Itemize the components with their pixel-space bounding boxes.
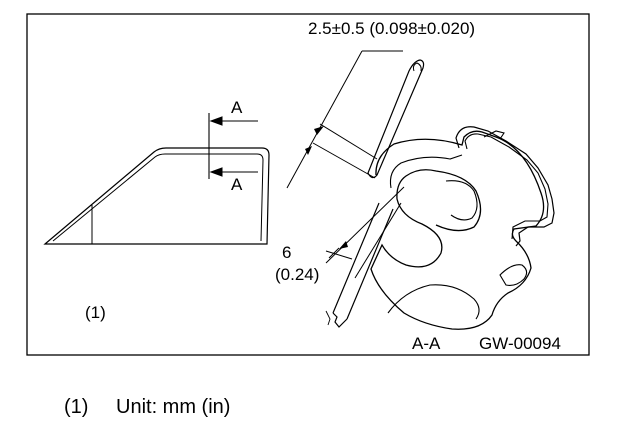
figure-frame (26, 13, 590, 356)
figure-caption: (1) Unit: mm (in) (64, 396, 230, 419)
caption-text: Unit: mm (in) (116, 396, 231, 418)
depth-dimension-mm-label: 6 (282, 243, 292, 262)
glass-section (325, 202, 394, 328)
window-glass-view (43, 113, 270, 245)
technical-figure: A A 2.5±0.5 (0.098±0.020) 6 (0.24) (1) A… (26, 13, 590, 356)
dimension-thickness-arrows (305, 126, 324, 155)
section-arrow-top (209, 116, 258, 126)
thickness-dimension-label: 2.5±0.5 (0.098±0.020) (308, 19, 476, 38)
dimension-depth-lines (325, 186, 405, 279)
molding-lip (367, 59, 425, 179)
figure-code-label: GW-00094 (479, 334, 561, 353)
figure-drawing (26, 13, 590, 356)
dimension-depth-arrows (339, 241, 348, 249)
section-arrow-label-bottom: A (231, 175, 243, 194)
dimension-thickness-lines (286, 50, 403, 189)
section-label: A-A (412, 334, 441, 353)
section-arrow-bottom (209, 167, 258, 177)
section-arrow-label-top: A (231, 98, 243, 117)
depth-dimension-in-label: (0.24) (275, 265, 320, 284)
weatherstrip-body (370, 130, 545, 330)
metal-frame (455, 126, 555, 247)
caption-ref: (1) (64, 396, 89, 418)
view-reference-label: (1) (85, 303, 106, 322)
